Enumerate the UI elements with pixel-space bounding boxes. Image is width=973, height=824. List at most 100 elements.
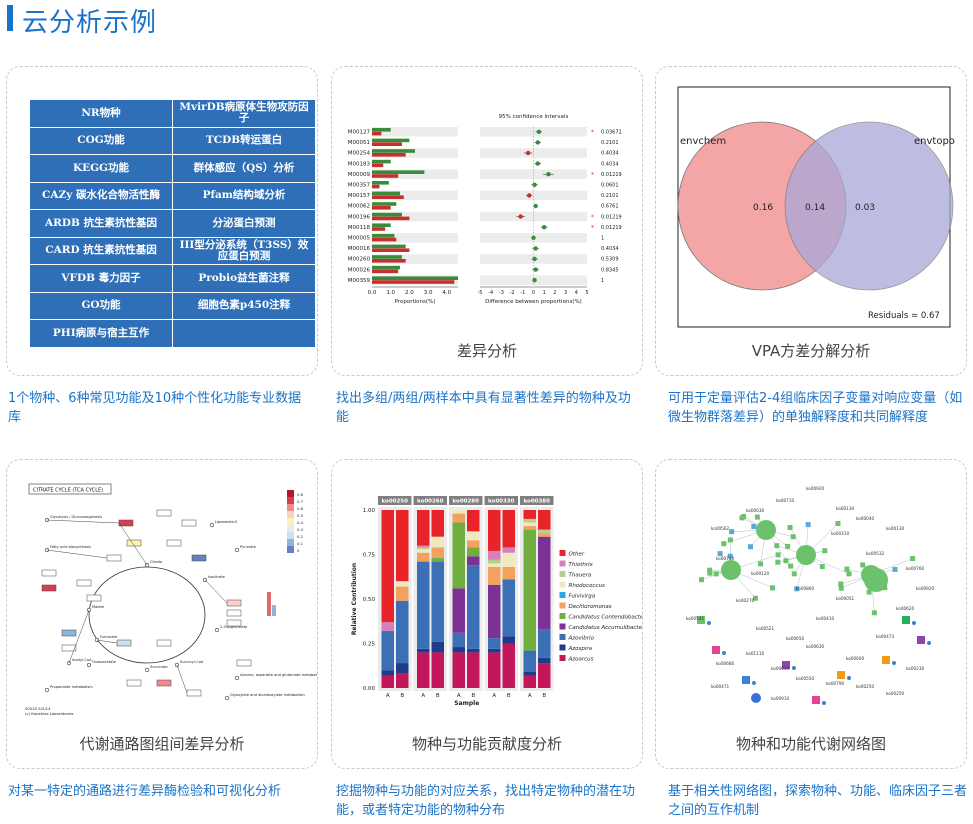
- contrib-stack-segment: [467, 556, 480, 566]
- diff-point: [532, 182, 537, 187]
- diff-bar-group1: [372, 170, 425, 174]
- diff-bar-group1: [372, 234, 395, 238]
- network-node: [782, 661, 790, 669]
- contrib-stack-segment: [381, 631, 394, 671]
- diff-category-label: M00157: [348, 193, 371, 199]
- diff-signif-mark: *: [591, 224, 594, 231]
- network-hub-node: [796, 545, 816, 565]
- network-node: [707, 621, 711, 625]
- diff-signif-mark: *: [591, 171, 594, 178]
- pathway-legend-label: 0.1: [297, 541, 304, 546]
- pathway-compound-label: Alanine, aspartate and glutamate metabol…: [240, 673, 318, 677]
- network-node: [747, 544, 753, 550]
- contrib-stack-segment: [502, 643, 515, 688]
- diff-category-label: M00016: [348, 246, 371, 252]
- contrib-y-tick: 0.25: [363, 642, 376, 648]
- pathway-compound-label: Fumarate: [100, 635, 118, 639]
- pathway-enzyme-box: [116, 639, 132, 647]
- pathway-compound-label: Citrate: [150, 560, 163, 564]
- contrib-stack-segment: [538, 663, 551, 688]
- contrib-x-tick: A: [492, 693, 496, 699]
- diff-category-label: M00359: [348, 278, 371, 284]
- network-node: [752, 681, 756, 685]
- network-node: [805, 522, 811, 528]
- diff-row-bg: [372, 243, 458, 254]
- diff-x2-tick: -4: [488, 290, 493, 296]
- pathway-connector: [46, 549, 108, 559]
- feature-table-cell: NR物种: [29, 99, 173, 128]
- pathway-enzyme-box: [236, 659, 252, 667]
- contrib-stack-segment: [467, 540, 480, 548]
- pathway-enzyme-box: [61, 644, 77, 652]
- diff-x2-tick: 1: [543, 290, 546, 296]
- diff-bar-group2: [372, 174, 399, 178]
- network-node: [791, 571, 797, 577]
- network-node: [846, 571, 852, 577]
- pathway-compound: [214, 627, 220, 633]
- diff-bar-group1: [372, 244, 406, 249]
- diff-point: [535, 140, 540, 145]
- contrib-panel-header: [520, 496, 554, 505]
- contrib-panel-title: ko00380: [524, 499, 551, 505]
- pathway-compound-label: Malate: [92, 605, 105, 609]
- feature-table-row: ARDB 抗生素抗性基因分泌蛋白预测: [29, 209, 316, 238]
- contrib-stack-segment: [417, 549, 430, 553]
- network-node: [892, 661, 896, 665]
- diff-category-label: M00051: [348, 140, 370, 146]
- pathway-compound: [234, 547, 240, 553]
- network-node: [822, 548, 828, 554]
- diff-category-label: M00183: [348, 161, 371, 167]
- diff-category-label: M00062: [348, 204, 370, 210]
- diff-point: [527, 193, 532, 198]
- diff-x2-tick: -2: [510, 290, 515, 296]
- pathway-enzyme-box: [226, 609, 242, 617]
- diff-x2-tick: 4: [575, 290, 578, 296]
- network-node: [741, 513, 747, 519]
- diff-row-bg: [480, 190, 587, 201]
- diff-bar-group2: [372, 195, 404, 199]
- network-node: [866, 589, 872, 595]
- network-node: [822, 701, 826, 705]
- diff-row-bg: [372, 222, 458, 232]
- contrib-stack-segment: [538, 529, 551, 534]
- contrib-stack-segment: [417, 561, 430, 649]
- diff-bar-group1: [372, 138, 410, 143]
- contrib-stack-segment: [431, 536, 444, 548]
- diff-row-bg: [480, 127, 587, 137]
- network-node: [707, 570, 713, 576]
- network-node-label: ko00250: [886, 691, 904, 696]
- feature-table-cell: PHI病原与宿主互作: [29, 319, 173, 348]
- contrib-stack-segment: [396, 673, 409, 688]
- pathway-title-box: [28, 483, 112, 495]
- network-node: [721, 541, 727, 547]
- pathway-title: CITRATE CYCLE (TCA CYCLE): [33, 488, 103, 494]
- feature-table-row: KEGG功能群体感应（QS）分析: [29, 154, 316, 183]
- diff-row-bg: [372, 211, 458, 222]
- diff-x-tick: 1.0: [386, 290, 395, 296]
- network-node: [860, 562, 866, 568]
- network-node-label: ko00250: [856, 684, 874, 689]
- network-node: [712, 646, 720, 654]
- diff-category-label: M00009: [348, 172, 371, 178]
- contrib-stack-segment: [502, 566, 515, 580]
- contrib-legend-label: Other: [569, 552, 585, 558]
- diff-row-bg: [372, 158, 458, 169]
- diff-bar-group1: [372, 276, 458, 280]
- contrib-legend-swatch: [559, 623, 566, 630]
- contrib-stack-segment: [396, 586, 409, 601]
- diff-bar-group2: [372, 259, 406, 263]
- diff-category-label: M00127: [348, 130, 371, 136]
- contrib-stack-segment: [488, 510, 501, 551]
- diff-row-bg: [372, 169, 458, 179]
- network-node: [697, 616, 705, 624]
- card-6-description: 基于相关性网络图，探索物种、功能、临床因子三者之间的互作机制: [668, 784, 968, 818]
- network-hub-node: [721, 560, 741, 580]
- pathway-enzyme-box: [126, 679, 142, 687]
- diff-bar-group2: [372, 248, 410, 252]
- diff-bar-group1: [372, 128, 391, 132]
- network-node: [727, 537, 733, 543]
- contrib-panel-header: [413, 496, 447, 505]
- diff-bar-group2: [372, 131, 382, 136]
- diff-point: [542, 225, 547, 230]
- network-node-label: ko00030: [746, 508, 764, 513]
